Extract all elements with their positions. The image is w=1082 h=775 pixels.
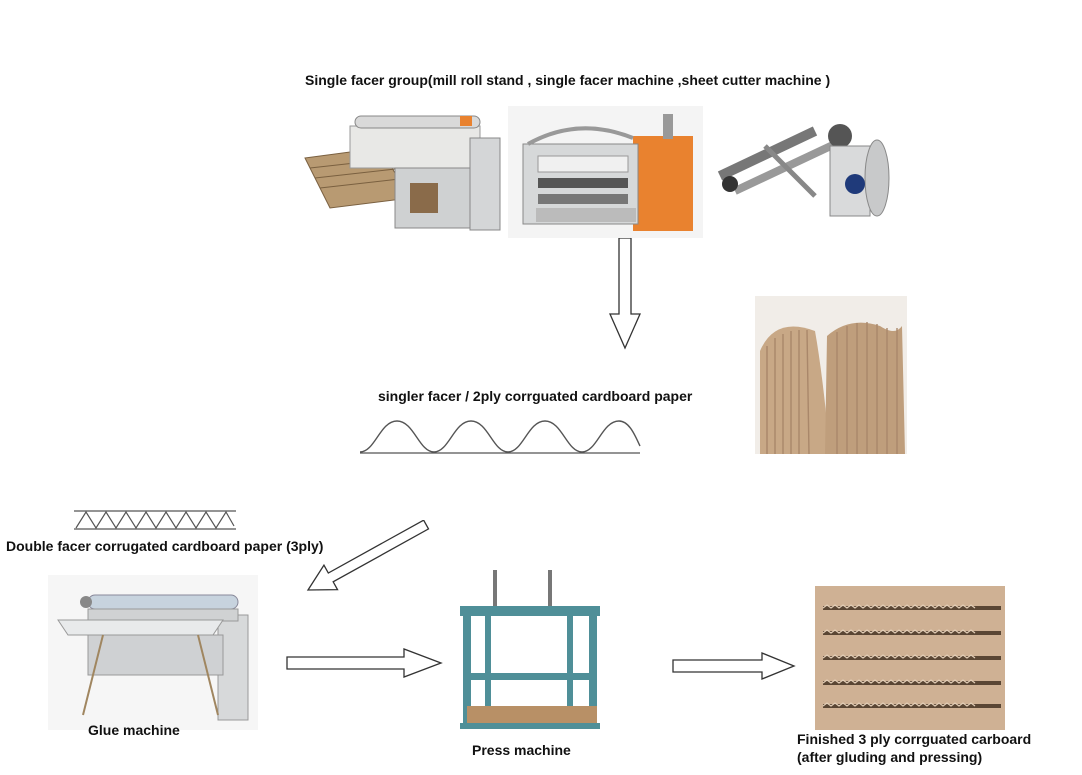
arrow-right-1-icon — [286, 648, 444, 678]
two-ply-wave-diagram — [360, 418, 642, 456]
single-facer-group-label: Single facer group(mill roll stand , sin… — [305, 72, 831, 88]
press-machine-image — [455, 568, 605, 733]
arrow-diagonal-icon — [298, 520, 430, 595]
mill-roll-stand-right-image — [705, 106, 905, 221]
glue-machine-image — [48, 575, 258, 730]
single-facer-2ply-label: singler facer / 2ply corrguated cardboar… — [378, 388, 693, 404]
glue-machine-label: Glue machine — [88, 722, 180, 738]
finished-cardboard-label-line2: (after gluding and pressing) — [797, 749, 983, 765]
arrow-right-2-icon — [672, 652, 797, 680]
mill-roll-stand-image — [300, 108, 510, 238]
single-facer-machine-image — [508, 106, 703, 238]
arrow-down-icon — [608, 238, 642, 350]
finished-cardboard-label-line1: Finished 3 ply corrguated carboard — [797, 731, 1032, 747]
three-ply-wave-diagram — [74, 508, 240, 532]
double-facer-3ply-label: Double facer corrugated cardboard paper … — [6, 538, 324, 554]
finished-cardboard-photo — [815, 586, 1005, 730]
press-machine-label: Press machine — [472, 742, 571, 758]
corrugated-roll-photo — [755, 296, 907, 454]
